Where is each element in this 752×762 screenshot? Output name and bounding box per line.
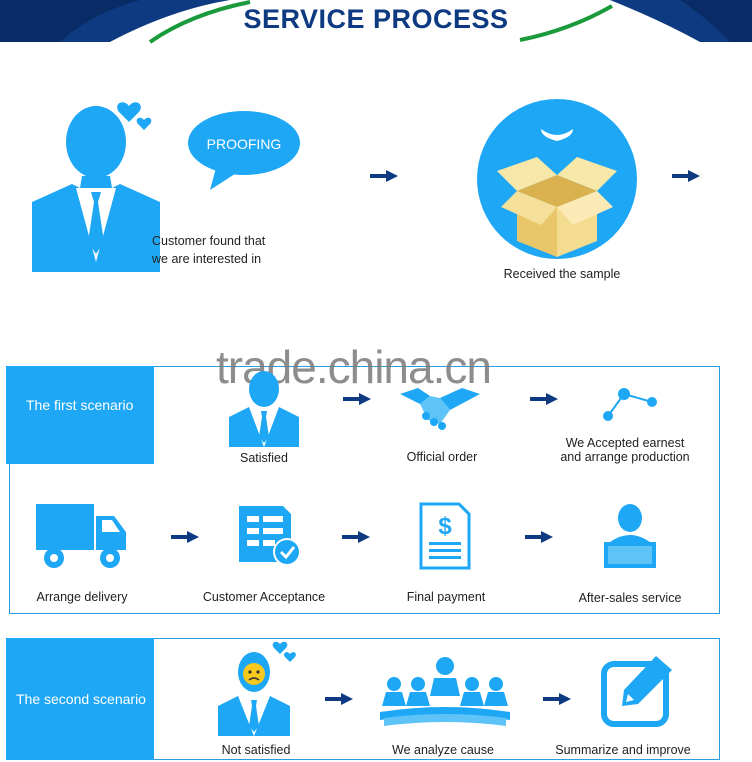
arrow-right-icon: [342, 531, 370, 543]
customer-icon: [32, 102, 160, 272]
handshake-icon: [400, 388, 480, 430]
production-label-line2: and arrange production: [560, 450, 690, 464]
first-scenario-panel: [9, 366, 720, 614]
summarize-label: Summarize and improve: [555, 743, 691, 757]
not-satisfied-label: Not satisfied: [221, 743, 291, 757]
delivery-label: Arrange delivery: [36, 590, 128, 604]
customer-label-line1: Customer found that: [152, 234, 266, 248]
arrow-right-icon: [530, 393, 558, 405]
customer-label-line2: we are interested in: [152, 252, 262, 266]
second-scenario-tag: The second scenario: [6, 638, 154, 760]
arrow-right-icon: [672, 170, 700, 182]
sample-label: Received the sample: [503, 267, 621, 281]
official-order-label: Official order: [406, 450, 478, 464]
happy-customer-icon: [229, 371, 299, 447]
production-label-line1: We Accepted earnest: [565, 436, 685, 450]
arrow-right-icon: [343, 393, 371, 405]
checklist-icon: [239, 506, 301, 566]
arrow-right-icon: [171, 531, 199, 543]
speech-bubble: [188, 111, 300, 190]
arrow-right-icon: [325, 693, 353, 705]
speech-bubble-text: PROOFING: [206, 136, 282, 152]
svg-text:$: $: [438, 513, 452, 540]
sample-box-icon: [477, 99, 637, 259]
header: SERVICE PROCESS: [0, 0, 752, 44]
production-label: We Accepted earnest and arrange producti…: [545, 436, 705, 464]
edit-icon: [601, 656, 672, 727]
analyze-label: We analyze cause: [392, 743, 494, 757]
network-icon: [603, 388, 657, 421]
arrow-right-icon: [525, 531, 553, 543]
customer-label: Customer found that we are interested in: [152, 232, 312, 268]
page-title: SERVICE PROCESS: [243, 4, 509, 34]
final-payment-label: Final payment: [406, 590, 486, 604]
after-sales-label: After-sales service: [578, 591, 682, 605]
meeting-icon: [380, 657, 510, 726]
unhappy-customer-icon: [218, 641, 296, 736]
delivery-truck-icon: [36, 504, 126, 568]
invoice-dollar-icon: $: [419, 502, 471, 570]
header-swoosh-left: [0, 0, 752, 44]
support-agent-icon: [604, 504, 656, 568]
arrow-right-icon: [370, 170, 398, 182]
satisfied-label: Satisfied: [240, 451, 288, 465]
arrow-right-icon: [543, 693, 571, 705]
acceptance-label: Customer Acceptance: [202, 590, 326, 604]
first-scenario-tag: The first scenario: [6, 366, 154, 464]
